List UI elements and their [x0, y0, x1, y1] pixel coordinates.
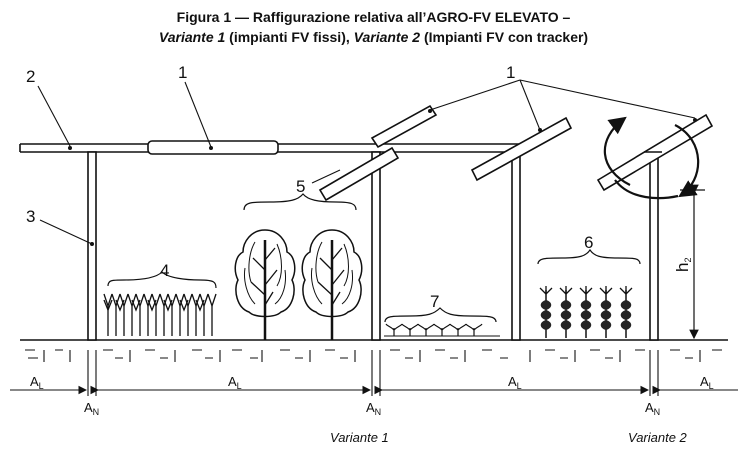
variant2-name: Variante 2: [353, 29, 421, 45]
variant1-name: Variante 1: [158, 29, 226, 45]
brace-7: [384, 307, 497, 323]
label-al-4: AL: [700, 374, 714, 391]
label-1-tilted: 1: [506, 63, 515, 82]
variant1-desc: (impianti FV fissi),: [225, 29, 354, 45]
brace-6: [537, 248, 641, 265]
label-al-3: AL: [508, 374, 522, 391]
height-label: h2: [673, 258, 693, 272]
tilted-pv-panels: [318, 104, 714, 202]
label-2: 2: [26, 67, 35, 86]
label-6: 6: [584, 233, 593, 252]
fixed-pv-panel-flat: [147, 140, 279, 155]
caption-variant1: Variante 1: [330, 430, 389, 445]
crop-vegetables: [384, 323, 500, 337]
caption-variant2: Variante 2: [628, 430, 687, 445]
height-dimension: [680, 184, 705, 340]
leader-lines: [37, 79, 696, 245]
crop-trees: [234, 228, 363, 342]
figure-title: Figura 1 — Raffigurazione relativa all’A…: [176, 9, 571, 25]
spacing-dimensions: [10, 350, 738, 396]
brace-5: [243, 193, 357, 211]
brace-4: [107, 271, 217, 289]
label-an-3: AN: [645, 400, 660, 417]
ground: [20, 339, 728, 362]
label-4: 4: [160, 261, 169, 280]
crop-cereals: [103, 293, 217, 336]
label-al-2: AL: [228, 374, 242, 391]
label-7: 7: [430, 292, 439, 311]
label-al-1: AL: [30, 374, 44, 391]
label-an-1: AN: [84, 400, 99, 417]
crop-corn: [539, 285, 633, 339]
label-3: 3: [26, 207, 35, 226]
support-posts: [87, 149, 659, 341]
figure-subtitle: Variante 1 (impianti FV fissi), Variante…: [0, 29, 747, 45]
label-an-2: AN: [366, 400, 381, 417]
variant2-desc: (Impianti FV con tracker): [420, 29, 589, 45]
label-5: 5: [296, 177, 305, 196]
label-1-fixed: 1: [178, 63, 187, 82]
beam: [19, 140, 525, 155]
